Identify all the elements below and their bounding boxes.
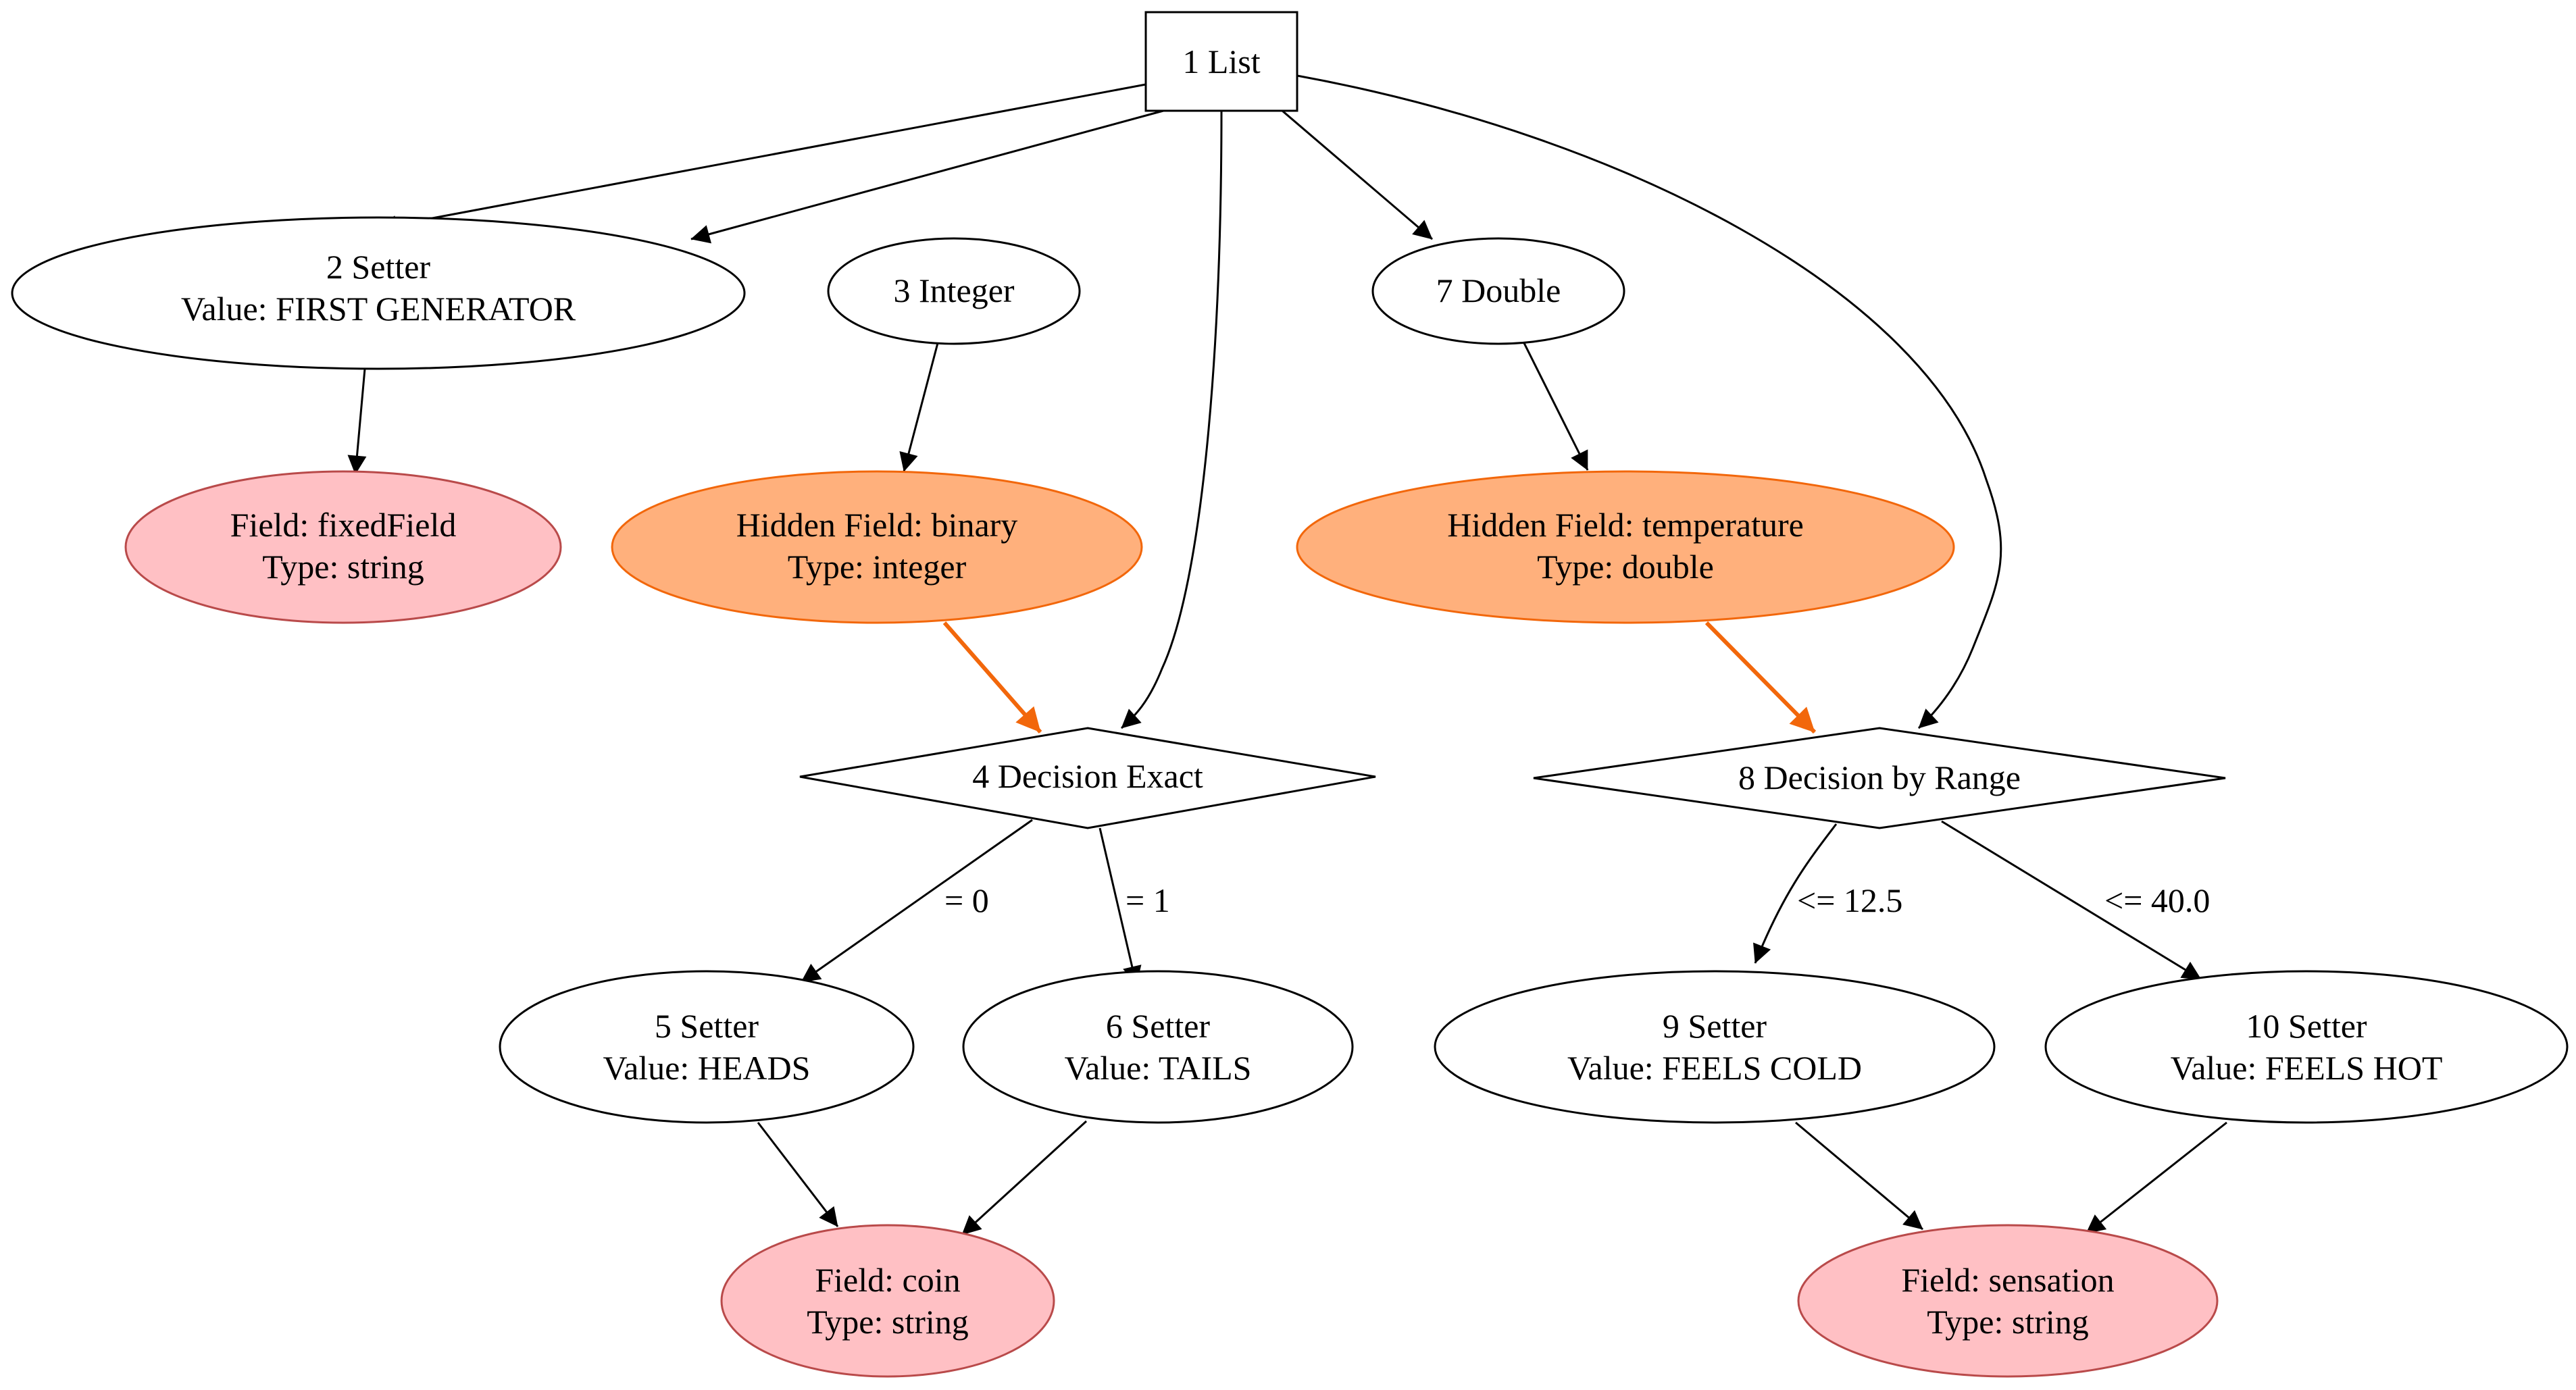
node-field-type: Type: string [807, 1303, 969, 1341]
edge-n4-n6 [1098, 827, 1142, 985]
node-list-label: 1 List [1182, 43, 1260, 80]
edge-n1-n8 [1296, 74, 2002, 729]
node-field-sensation: Field: sensation Type: string [1797, 1224, 2219, 1378]
node-setter-value: Value: FIRST GENERATOR [181, 290, 576, 328]
node-setter-title: 9 Setter [1663, 1007, 1767, 1045]
node-setter-heads: 5 Setter Value: HEADS [499, 970, 915, 1124]
edge-n1-n4 [1120, 110, 1223, 729]
edges-layer [347, 74, 2227, 1236]
edge-n8-n9 [1753, 823, 1838, 964]
node-integer: 3 Integer [827, 237, 1081, 345]
node-decision-range: 8 Decision by Range [1533, 727, 2226, 829]
edge-n4-n5 [801, 819, 1033, 983]
edge-n9-sensation [1795, 1121, 1923, 1231]
edge-temp-n8 [1704, 621, 1817, 734]
node-setter-value: Value: TAILS [1065, 1049, 1252, 1087]
node-double-label: 7 Double [1436, 272, 1561, 309]
node-field-type: Type: string [1927, 1303, 2089, 1341]
edge-label-le12: <= 12.5 [1797, 881, 1902, 919]
node-hidden-field-name: Hidden Field: binary [736, 506, 1018, 544]
node-field-coin: Field: coin Type: string [720, 1224, 1055, 1378]
node-hidden-field-binary: Hidden Field: binary Type: integer [611, 470, 1143, 624]
node-field-type: Type: string [262, 548, 424, 586]
edge-n8-n10 [1941, 820, 2202, 981]
node-double: 7 Double [1371, 237, 1625, 345]
node-hidden-field-name: Hidden Field: temperature [1447, 506, 1804, 544]
node-decision-exact: 4 Decision Exact [799, 727, 1376, 829]
edge-label-eq1: = 1 [1126, 881, 1170, 919]
node-setter-title: 2 Setter [326, 248, 430, 286]
node-integer-label: 3 Integer [893, 272, 1014, 309]
node-hidden-field-temperature: Hidden Field: temperature Type: double [1296, 470, 1955, 624]
edge-n1-n7 [1282, 109, 1433, 240]
node-setter-tails: 6 Setter Value: TAILS [962, 970, 1354, 1124]
node-setter-value: Value: FEELS COLD [1567, 1049, 1862, 1087]
node-setter-title: 10 Setter [2246, 1007, 2367, 1045]
edge-n1-n3 [690, 109, 1164, 244]
node-setter-title: 6 Setter [1106, 1007, 1210, 1045]
node-list: 1 List [1144, 11, 1298, 112]
node-field-fixedfield: Field: fixedField Type: string [124, 470, 562, 624]
edge-n5-coin [757, 1122, 839, 1227]
node-field-name: Field: coin [815, 1261, 960, 1299]
edge-n6-coin [961, 1120, 1088, 1236]
edge-n2-fixed [347, 368, 367, 475]
node-setter-first-generator: 2 Setter Value: FIRST GENERATOR [11, 216, 746, 370]
node-hidden-field-type: Type: double [1537, 548, 1714, 586]
node-hidden-field-type: Type: integer [788, 548, 967, 586]
edge-label-le40: <= 40.0 [2104, 881, 2210, 919]
node-setter-title: 5 Setter [655, 1007, 759, 1045]
node-field-name: Field: sensation [1901, 1261, 2114, 1299]
edge-n10-sensation [2086, 1121, 2227, 1235]
node-setter-feels-cold: 9 Setter Value: FEELS COLD [1434, 970, 1996, 1124]
node-decision-exact-label: 4 Decision Exact [972, 757, 1203, 795]
edge-binary-n4 [942, 621, 1042, 733]
node-setter-feels-hot: 10 Setter Value: FEELS HOT [2044, 970, 2569, 1124]
node-decision-range-label: 8 Decision by Range [1738, 758, 2021, 796]
node-field-name: Field: fixedField [230, 506, 457, 544]
edge-n3-binary [899, 342, 939, 472]
edge-n1-n2 [378, 83, 1146, 234]
node-setter-value: Value: HEADS [603, 1049, 811, 1087]
edge-label-eq0: = 0 [944, 881, 989, 919]
node-setter-value: Value: FEELS HOT [2171, 1049, 2443, 1087]
edge-n7-temp [1523, 342, 1589, 471]
